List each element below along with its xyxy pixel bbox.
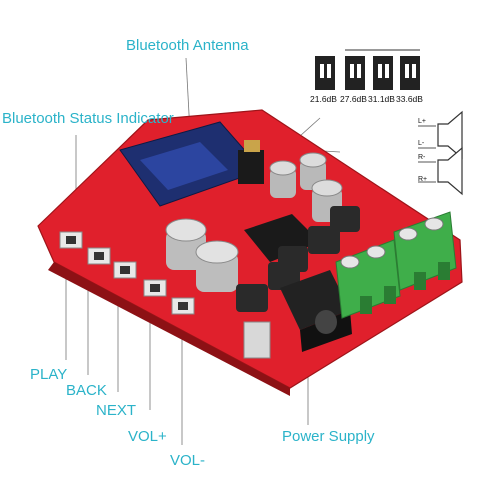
label-back-button: BACK — [66, 382, 107, 399]
label-next-button: NEXT — [96, 402, 137, 419]
label-vol-minus-button: VOL- — [170, 452, 206, 469]
speaker-icons — [418, 110, 463, 196]
terminal-blocks — [335, 211, 457, 319]
terminal-r-minus: R- — [418, 154, 426, 161]
label-power-supply: Power Supply — [282, 428, 375, 445]
label-bluetooth-antenna: Bluetooth Antenna — [126, 37, 249, 54]
push-buttons — [59, 231, 195, 315]
amplifier-chip — [244, 214, 320, 262]
gain-label-3: 31.1dB — [368, 94, 395, 104]
gain-label-2: 27.6dB — [340, 94, 367, 104]
capacitors-large — [165, 218, 239, 292]
pcb-edge — [48, 262, 290, 396]
bluetooth-chip — [140, 142, 228, 190]
inductors — [236, 206, 360, 312]
gain-label-4: 33.6dB — [396, 94, 423, 104]
label-vol-plus-button: VOL+ — [128, 428, 167, 445]
audio-jack-ring — [244, 140, 260, 152]
label-play-button: PLAY — [30, 366, 68, 383]
terminal-l-minus: L- — [418, 140, 425, 147]
power-jack — [280, 270, 352, 352]
label-bluetooth-status-indicator: Bluetooth Status Indicator — [2, 110, 174, 127]
gain-label-1: 21.6dB — [310, 94, 337, 104]
audio-jack — [238, 150, 264, 184]
terminal-r-plus: R+ — [418, 176, 428, 183]
terminal-l-plus: L+ — [418, 118, 426, 125]
trim-component — [243, 321, 271, 359]
gain-dip-switches — [315, 49, 420, 90]
